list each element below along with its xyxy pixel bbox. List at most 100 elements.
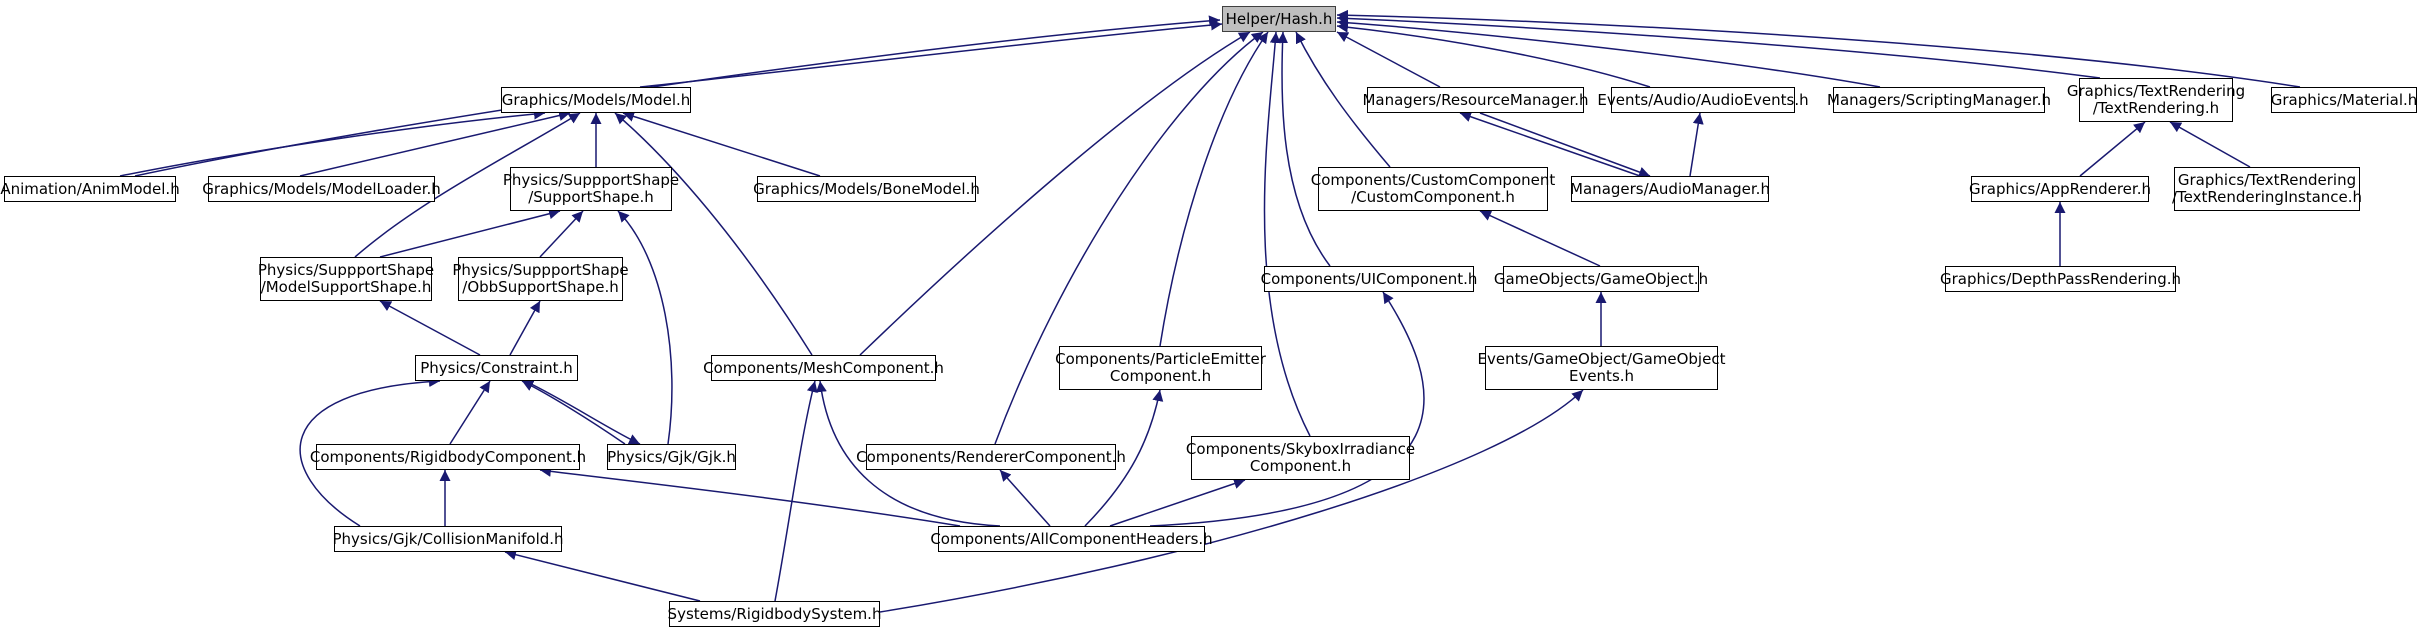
node-text-rendering-instance-label: Graphics/TextRendering /TextRenderingIns…: [2171, 171, 2363, 206]
node-obb-support-shape[interactable]: Physics/SuppportShape /ObbSupportShape.h: [452, 257, 629, 301]
edge-textrenderinginstance-textrendering: [2169, 121, 2251, 168]
edge-uicomponent-hash: [1277, 31, 1331, 267]
node-game-object-events[interactable]: Events/GameObject/GameObject Events.h: [1478, 346, 1725, 390]
node-model[interactable]: Graphics/Models/Model.h: [501, 87, 691, 113]
node-gjk-label: Physics/Gjk/Gjk.h: [607, 447, 736, 466]
edge-audioevents-hash: [1336, 21, 1651, 88]
node-resource-manager[interactable]: Managers/ResourceManager.h: [1362, 87, 1589, 113]
node-constraint-label: Physics/Constraint.h: [420, 358, 573, 377]
node-text-rendering-label: Graphics/TextRendering /TextRendering.h: [2066, 82, 2246, 117]
edge-allcomponents-rigidbody: [539, 465, 961, 527]
node-audio-events-label: Events/Audio/AudioEvents.h: [1597, 90, 1809, 109]
node-rigidbody-system[interactable]: Systems/RigidbodySystem.h: [667, 601, 882, 627]
node-custom-component[interactable]: Components/CustomComponent /CustomCompon…: [1311, 167, 1555, 211]
edge-meshcomponent-hash: [859, 31, 1251, 356]
edge-allcomponents-skybox: [1109, 478, 1246, 527]
node-ui-component-label: Components/UIComponent.h: [1260, 269, 1478, 288]
edge-modelloader-model: [299, 110, 571, 177]
node-model-loader[interactable]: Graphics/Models/ModelLoader.h: [202, 176, 441, 202]
node-custom-component-label: Components/CustomComponent /CustomCompon…: [1310, 171, 1556, 206]
edge-allcomponents-renderer: [999, 469, 1051, 527]
node-game-object[interactable]: GameObjects/GameObject.h: [1494, 266, 1708, 292]
node-audio-manager-label: Managers/AudioManager.h: [1570, 179, 1770, 198]
edge-rigidbodysystem-gameobjectevents: [879, 389, 1584, 613]
edge-material-hash: [1336, 9, 2301, 88]
node-particle-emitter[interactable]: Components/ParticleEmitter Component.h: [1055, 346, 1266, 390]
node-constraint[interactable]: Physics/Constraint.h: [415, 355, 578, 381]
node-depth-pass-rendering[interactable]: Graphics/DepthPassRendering.h: [1940, 266, 2181, 292]
node-ui-component[interactable]: Components/UIComponent.h: [1261, 266, 1477, 292]
node-text-rendering-instance[interactable]: Graphics/TextRendering /TextRenderingIns…: [2171, 167, 2363, 211]
node-game-object-events-label: Events/GameObject/GameObject Events.h: [1477, 350, 1726, 385]
edge-bonemodel-model: [622, 111, 821, 177]
node-renderer-component[interactable]: Components/RendererComponent.h: [856, 444, 1126, 470]
edge-collision-constraint: [299, 376, 441, 527]
node-game-object-label: GameObjects/GameObject.h: [1493, 269, 1709, 288]
node-scripting-manager[interactable]: Managers/ScriptingManager.h: [1827, 87, 2051, 113]
node-resource-manager-label: Managers/ResourceManager.h: [1362, 90, 1589, 109]
edge-model-hash: [639, 19, 1223, 88]
edge-particle-hash: [1159, 31, 1269, 347]
edge-gameobject-customcomponent: [1479, 210, 1601, 267]
edge-modelsupportshape-supportshape: [379, 208, 561, 258]
node-skybox-irradiance-label: Components/SkyboxIrradiance Component.h: [1185, 440, 1416, 475]
edge-allcomponents-uicomponent: [1149, 291, 1425, 527]
edge-textrendering-hash: [1336, 12, 2101, 79]
node-rigidbody-system-label: Systems/RigidbodySystem.h: [667, 604, 882, 623]
node-all-component-headers[interactable]: Components/AllComponentHeaders.h: [930, 526, 1213, 552]
edge-constraint-gjk: [524, 380, 641, 445]
node-model-loader-label: Graphics/Models/ModelLoader.h: [202, 179, 441, 198]
edge-audiomanager-resourcemanager-a: [1459, 111, 1641, 177]
node-mesh-component[interactable]: Components/MeshComponent.h: [703, 355, 944, 381]
node-hash: Helper/Hash.h: [1222, 6, 1336, 32]
node-support-shape[interactable]: Physics/SuppportShape /SupportShape.h: [503, 167, 679, 211]
node-particle-emitter-label: Components/ParticleEmitter Component.h: [1055, 350, 1266, 385]
edge-apprenderer-textrendering: [2079, 121, 2146, 177]
node-rigidbody-component[interactable]: Components/RigidbodyComponent.h: [310, 444, 586, 470]
node-anim-model-label: Animation/AnimModel.h: [0, 179, 180, 198]
node-bone-model-label: Graphics/Models/BoneModel.h: [753, 179, 980, 198]
node-depth-pass-rendering-label: Graphics/DepthPassRendering.h: [1939, 269, 2182, 288]
edge-obbsupportshape-supportshape: [539, 210, 584, 258]
edge-rigidbodysystem-collision: [504, 549, 701, 602]
node-skybox-irradiance[interactable]: Components/SkyboxIrradiance Component.h: [1186, 436, 1415, 480]
node-obb-support-shape-label: Physics/SuppportShape /ObbSupportShape.h: [452, 261, 629, 296]
edge-meshcomponent-model: [614, 112, 813, 356]
node-hash-label: Helper/Hash.h: [1225, 9, 1333, 28]
node-scripting-manager-label: Managers/ScriptingManager.h: [1827, 90, 2051, 109]
edge-modelsupportshape-model: [354, 112, 581, 258]
node-all-component-headers-label: Components/AllComponentHeaders.h: [930, 529, 1213, 548]
edge-scriptingmanager-hash: [1336, 17, 1881, 88]
node-audio-events[interactable]: Events/Audio/AudioEvents.h: [1597, 87, 1809, 113]
node-bone-model[interactable]: Graphics/Models/BoneModel.h: [753, 176, 980, 202]
edge-gjk-constraint: [521, 380, 626, 445]
edge-constraint-obbsupportshape: [509, 300, 541, 356]
node-app-renderer-label: Graphics/AppRenderer.h: [1969, 179, 2151, 198]
edge-gjk-supportshape: [617, 210, 673, 445]
node-material[interactable]: Graphics/Material.h: [2271, 87, 2417, 113]
node-model-label: Graphics/Models/Model.h: [501, 90, 691, 109]
node-model-support-shape-label: Physics/SuppportShape /ModelSupportShape…: [257, 261, 435, 296]
edge-resourcemanager-hash: [1336, 31, 1441, 88]
node-collision-manifold-label: Physics/Gjk/CollisionManifold.h: [332, 529, 564, 548]
node-anim-model[interactable]: Animation/AnimModel.h: [0, 176, 180, 202]
edge-allcomponents-meshcomponent: [815, 380, 1001, 527]
node-gjk[interactable]: Physics/Gjk/Gjk.h: [607, 444, 736, 470]
edge-skybox-hash: [1263, 31, 1311, 437]
edge-allcomponents-particle: [1084, 389, 1164, 527]
node-rigidbody-component-label: Components/RigidbodyComponent.h: [309, 447, 587, 466]
node-material-label: Graphics/Material.h: [2270, 90, 2418, 109]
node-renderer-component-label: Components/RendererComponent.h: [856, 447, 1126, 466]
edge-audiomanager-audioevents: [1689, 112, 1704, 177]
node-text-rendering[interactable]: Graphics/TextRendering /TextRendering.h: [2067, 78, 2245, 122]
node-audio-manager[interactable]: Managers/AudioManager.h: [1570, 176, 1770, 202]
node-support-shape-label: Physics/SuppportShape /SupportShape.h: [502, 171, 680, 206]
node-model-support-shape[interactable]: Physics/SuppportShape /ModelSupportShape…: [257, 257, 435, 301]
edge-animmodel-model: [119, 108, 546, 177]
node-app-renderer[interactable]: Graphics/AppRenderer.h: [1969, 176, 2151, 202]
edge-rigidbody-constraint: [449, 380, 491, 445]
edge-renderer-hash: [994, 31, 1264, 445]
edge-resourcemanager-audiomanager-b: [1479, 112, 1651, 178]
node-collision-manifold[interactable]: Physics/Gjk/CollisionManifold.h: [332, 526, 564, 552]
